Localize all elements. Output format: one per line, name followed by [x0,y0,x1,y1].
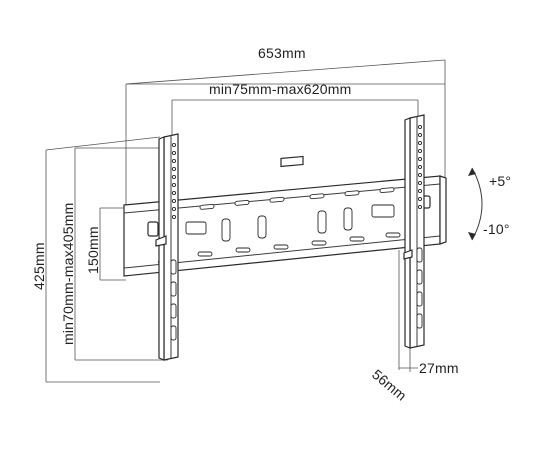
depth-total-label: 56mm [369,366,410,404]
right-arm-holes [416,124,423,329]
rail-height-label: 150mm [85,226,101,274]
depth-dimension [398,250,418,372]
vesa-height-dimension [74,147,168,361]
overall-height-label: 425mm [31,242,47,290]
overall-height-dimension [45,136,161,383]
wall-plate-slots-bottom [197,232,401,257]
tilt-arc [468,167,483,241]
vesa-width-label: min75mm-max620mm [209,81,351,97]
left-vertical-arm [155,133,179,361]
wall-plate [123,155,447,277]
rail-height-dimension [99,207,126,281]
vesa-height-label: min70mm-max405mm [60,203,76,345]
vesa-width-dimension [171,99,419,140]
wall-plate-slots-top [199,187,395,210]
left-arm-holes [170,142,177,341]
right-vertical-arm [403,114,425,349]
overall-width-dimension [125,59,446,230]
tilt-down-label: -10° [483,221,510,237]
tilt-up-label: +5° [489,173,511,189]
depth-min-label: 27mm [419,360,459,376]
wall-plate-center-slots [185,204,395,242]
overall-width-label: 653mm [258,45,306,61]
